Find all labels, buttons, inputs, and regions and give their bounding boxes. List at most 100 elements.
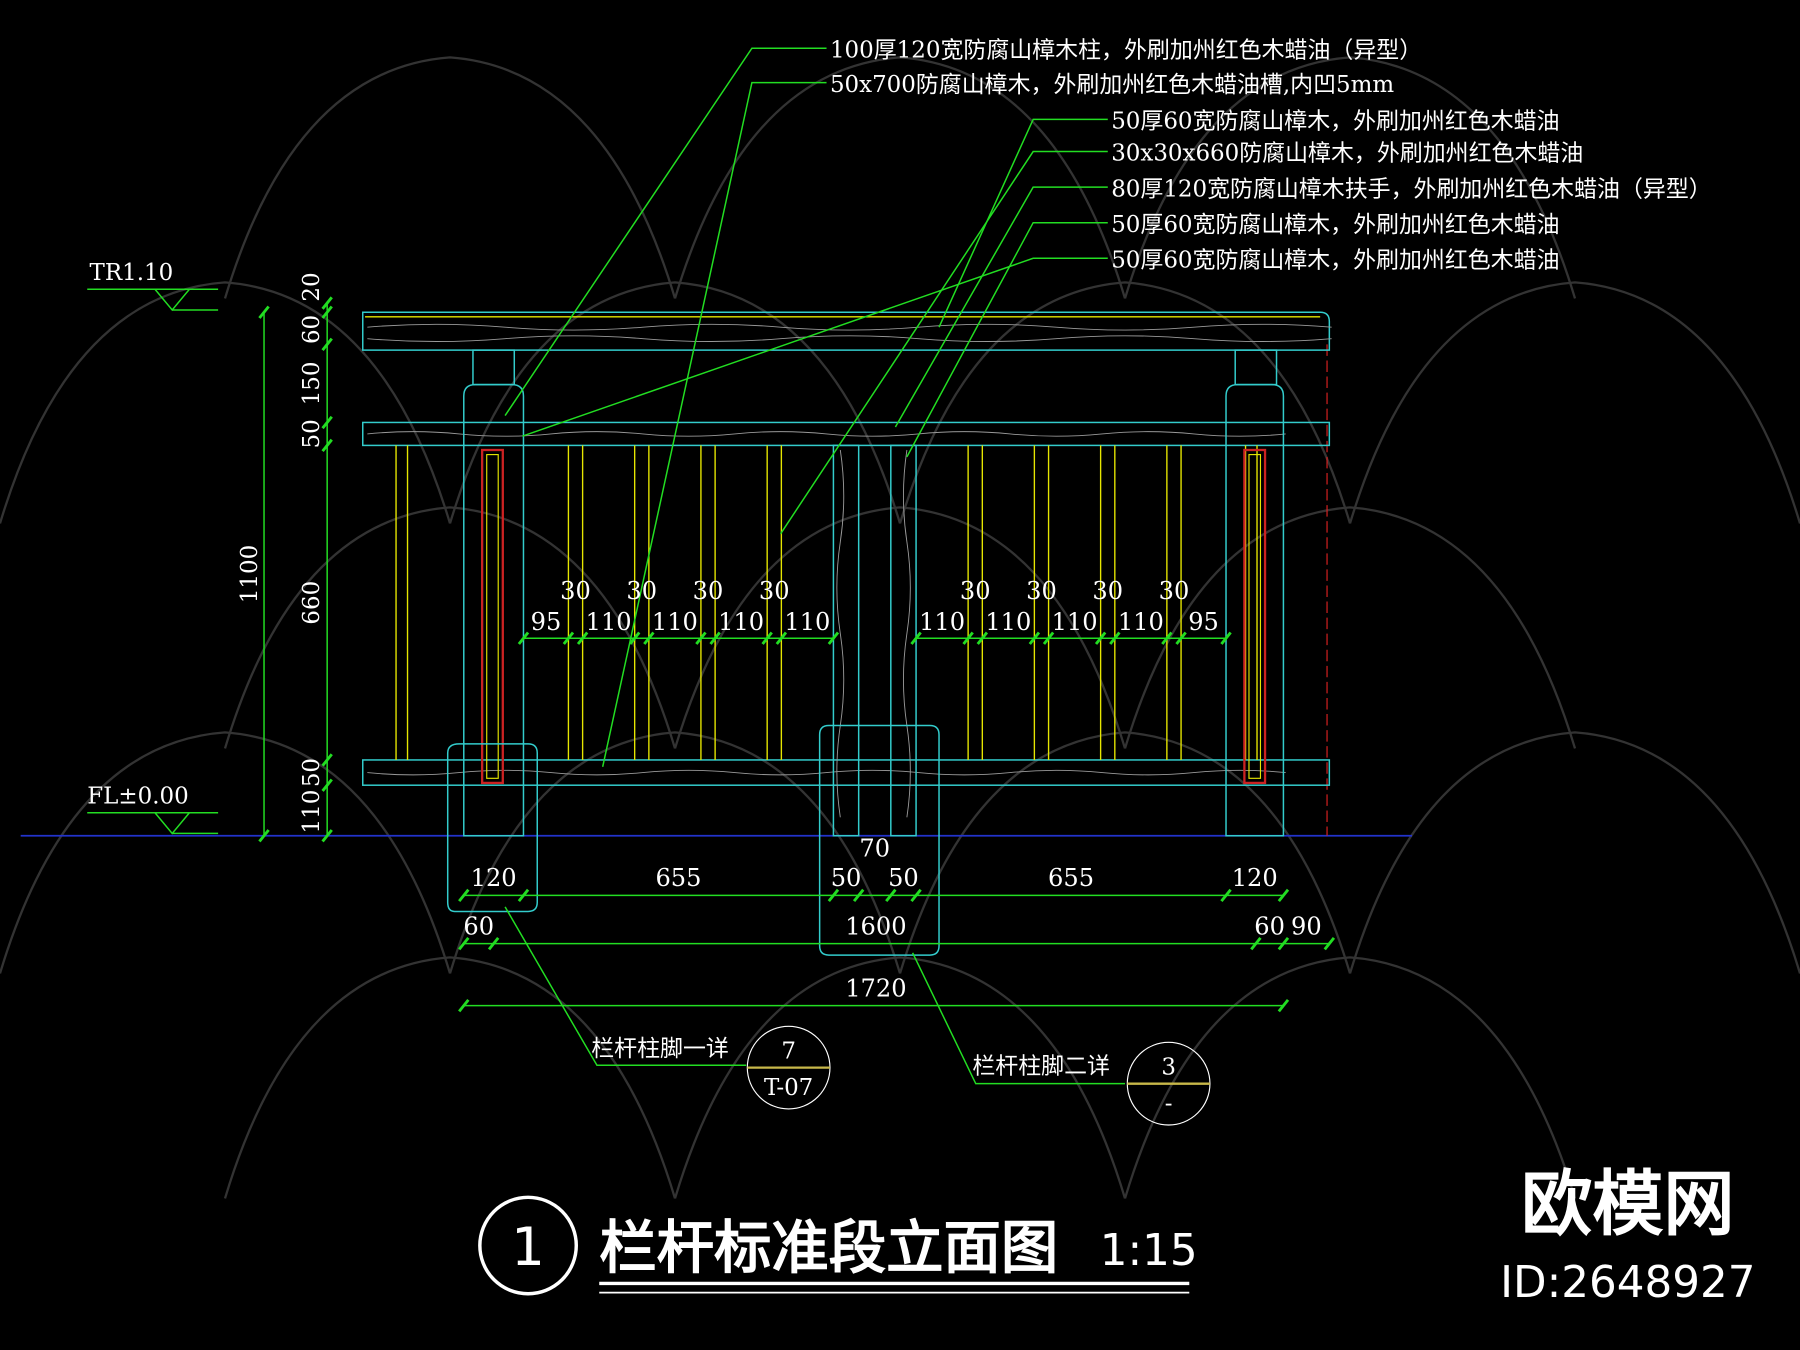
dimension-tick: [258, 829, 270, 843]
dimension-tick: [643, 631, 655, 645]
watermark-arc: [0, 731, 452, 974]
bottom-total: 1720: [845, 974, 906, 1002]
dimension-tick: [1220, 631, 1232, 645]
baluster-dimension: 110: [1052, 608, 1098, 636]
dimension-tick: [1277, 998, 1290, 1013]
baluster-dimension: 110: [586, 608, 632, 636]
watermark-arc: [448, 281, 902, 524]
dimension-tick: [458, 888, 470, 903]
dimension-tick: [1094, 631, 1107, 645]
dimension-tick: [1028, 631, 1041, 645]
baluster-dimension: 30: [1092, 577, 1123, 605]
vertical-total: 1100: [237, 545, 263, 603]
dimension-tick: [576, 631, 589, 645]
drawing-title: 1 栏杆标准段立面图 1:15: [478, 1195, 1198, 1296]
watermark-arc: [898, 281, 1352, 524]
bottom-dimension: 120: [1232, 864, 1278, 892]
watermark-arc: [673, 56, 1127, 299]
watermark-arc: [673, 506, 1127, 749]
watermark-arc: [1123, 506, 1577, 749]
level-top: TR1.10: [87, 260, 219, 312]
left-post: [446, 349, 538, 913]
baluster-dimension: 30: [1026, 577, 1057, 605]
title-scale: 1:15: [1100, 1226, 1198, 1276]
dimension-tick: [321, 305, 333, 319]
dimension-tick: [517, 888, 530, 903]
dimension-tick: [1250, 936, 1262, 951]
dimension-tick: [1277, 936, 1290, 951]
dimension-tick: [775, 631, 788, 645]
bottom-rail: [362, 759, 1331, 786]
detail-ref-1: 栏杆柱脚一详 7 T-07: [504, 906, 831, 1110]
vertical-dimension: 20: [299, 272, 325, 301]
dimension-tick: [1042, 631, 1055, 645]
dimension-tick: [709, 631, 721, 645]
dimension-tick: [1161, 631, 1173, 645]
callout-label: 80厚120宽防腐山樟木扶手，外刷加州红色木蜡油（异型）: [1111, 176, 1712, 202]
detail-ref-number: 3: [1161, 1054, 1176, 1080]
dimension-tick: [458, 998, 470, 1013]
level-top-label: TR1.10: [90, 260, 174, 286]
title-text: 栏杆标准段立面图: [599, 1214, 1058, 1281]
baluster-dimension: 30: [560, 577, 591, 605]
brand-id: ID:2648927: [1500, 1258, 1755, 1308]
baluster-dimension: 110: [985, 608, 1031, 636]
dimension-tick: [1220, 888, 1232, 903]
detail-ref-sheet: T-07: [764, 1075, 813, 1101]
watermark-arc: [1123, 956, 1577, 1199]
baluster-dimension: 30: [759, 577, 790, 605]
dimension-tick: [962, 631, 974, 645]
dimension-tick: [487, 936, 500, 951]
callout-label: 50厚60宽防腐山樟木，外刷加州红色木蜡油: [1111, 247, 1559, 273]
baluster-dimension: 110: [718, 608, 764, 636]
baluster-dimension: 110: [784, 608, 830, 636]
baluster-dimension: 110: [652, 608, 698, 636]
watermark-arc: [0, 281, 452, 524]
balusters: [395, 445, 1258, 760]
watermark-arc: [1348, 731, 1800, 974]
watermark-arc: [223, 956, 677, 1199]
right-post: [1225, 349, 1285, 837]
handrail: [362, 311, 1332, 351]
dimension-tick: [321, 296, 333, 310]
dimension-tick: [910, 888, 922, 903]
dimension-tick: [562, 631, 575, 645]
detail-ref-number: 7: [781, 1038, 796, 1064]
bottom-dimension: 120: [471, 864, 517, 892]
baluster-dimension: 30: [626, 577, 657, 605]
brand-logo: 欧模网: [1521, 1162, 1734, 1245]
baluster-dimension: 95: [1188, 608, 1219, 636]
dimension-tick: [1109, 631, 1121, 645]
watermark-arc: [673, 956, 1127, 1199]
watermark-arc: [1123, 56, 1577, 299]
watermark-arc: [1348, 281, 1800, 524]
title-number: 1: [511, 1217, 545, 1278]
dimension-tick: [827, 631, 840, 645]
callout-labels: 100厚120宽防腐山樟木柱，外刷加州红色木蜡油（异型） 50x700防腐山樟木，…: [830, 37, 1712, 273]
callout-label: 50x700防腐山樟木，外刷加州红色木蜡油槽,内凹5mm: [830, 72, 1394, 98]
callout-label: 100厚120宽防腐山樟木柱，外刷加州红色木蜡油（异型）: [830, 37, 1422, 63]
dimension-tick: [321, 415, 333, 430]
dimension-tick: [1175, 631, 1187, 645]
watermark-arc: [898, 731, 1352, 974]
dimension-tick: [852, 888, 865, 903]
dimension-tick: [976, 631, 989, 645]
vertical-dimension: 60: [299, 315, 325, 344]
bottom-dimension: 60: [463, 912, 494, 940]
dimension-tick: [321, 829, 333, 843]
dimension-tick: [910, 631, 922, 645]
dimension-tick: [258, 305, 270, 319]
watermark-arc: [223, 506, 677, 749]
detail-ref-2: 栏杆柱脚二详 3 -: [911, 952, 1211, 1126]
bottom-dimension: 60: [1254, 912, 1285, 940]
callout-label: 30x30x660防腐山樟木，外刷加州红色木蜡油: [1111, 141, 1583, 167]
vertical-dimension: 50: [299, 419, 325, 448]
bottom-dimension: 70: [859, 834, 890, 862]
vertical-dimension: 50: [299, 758, 325, 787]
bottom-dimension: 655: [655, 864, 701, 892]
dimension-tick: [321, 778, 333, 792]
level-floor: FL±0.00: [87, 784, 219, 835]
